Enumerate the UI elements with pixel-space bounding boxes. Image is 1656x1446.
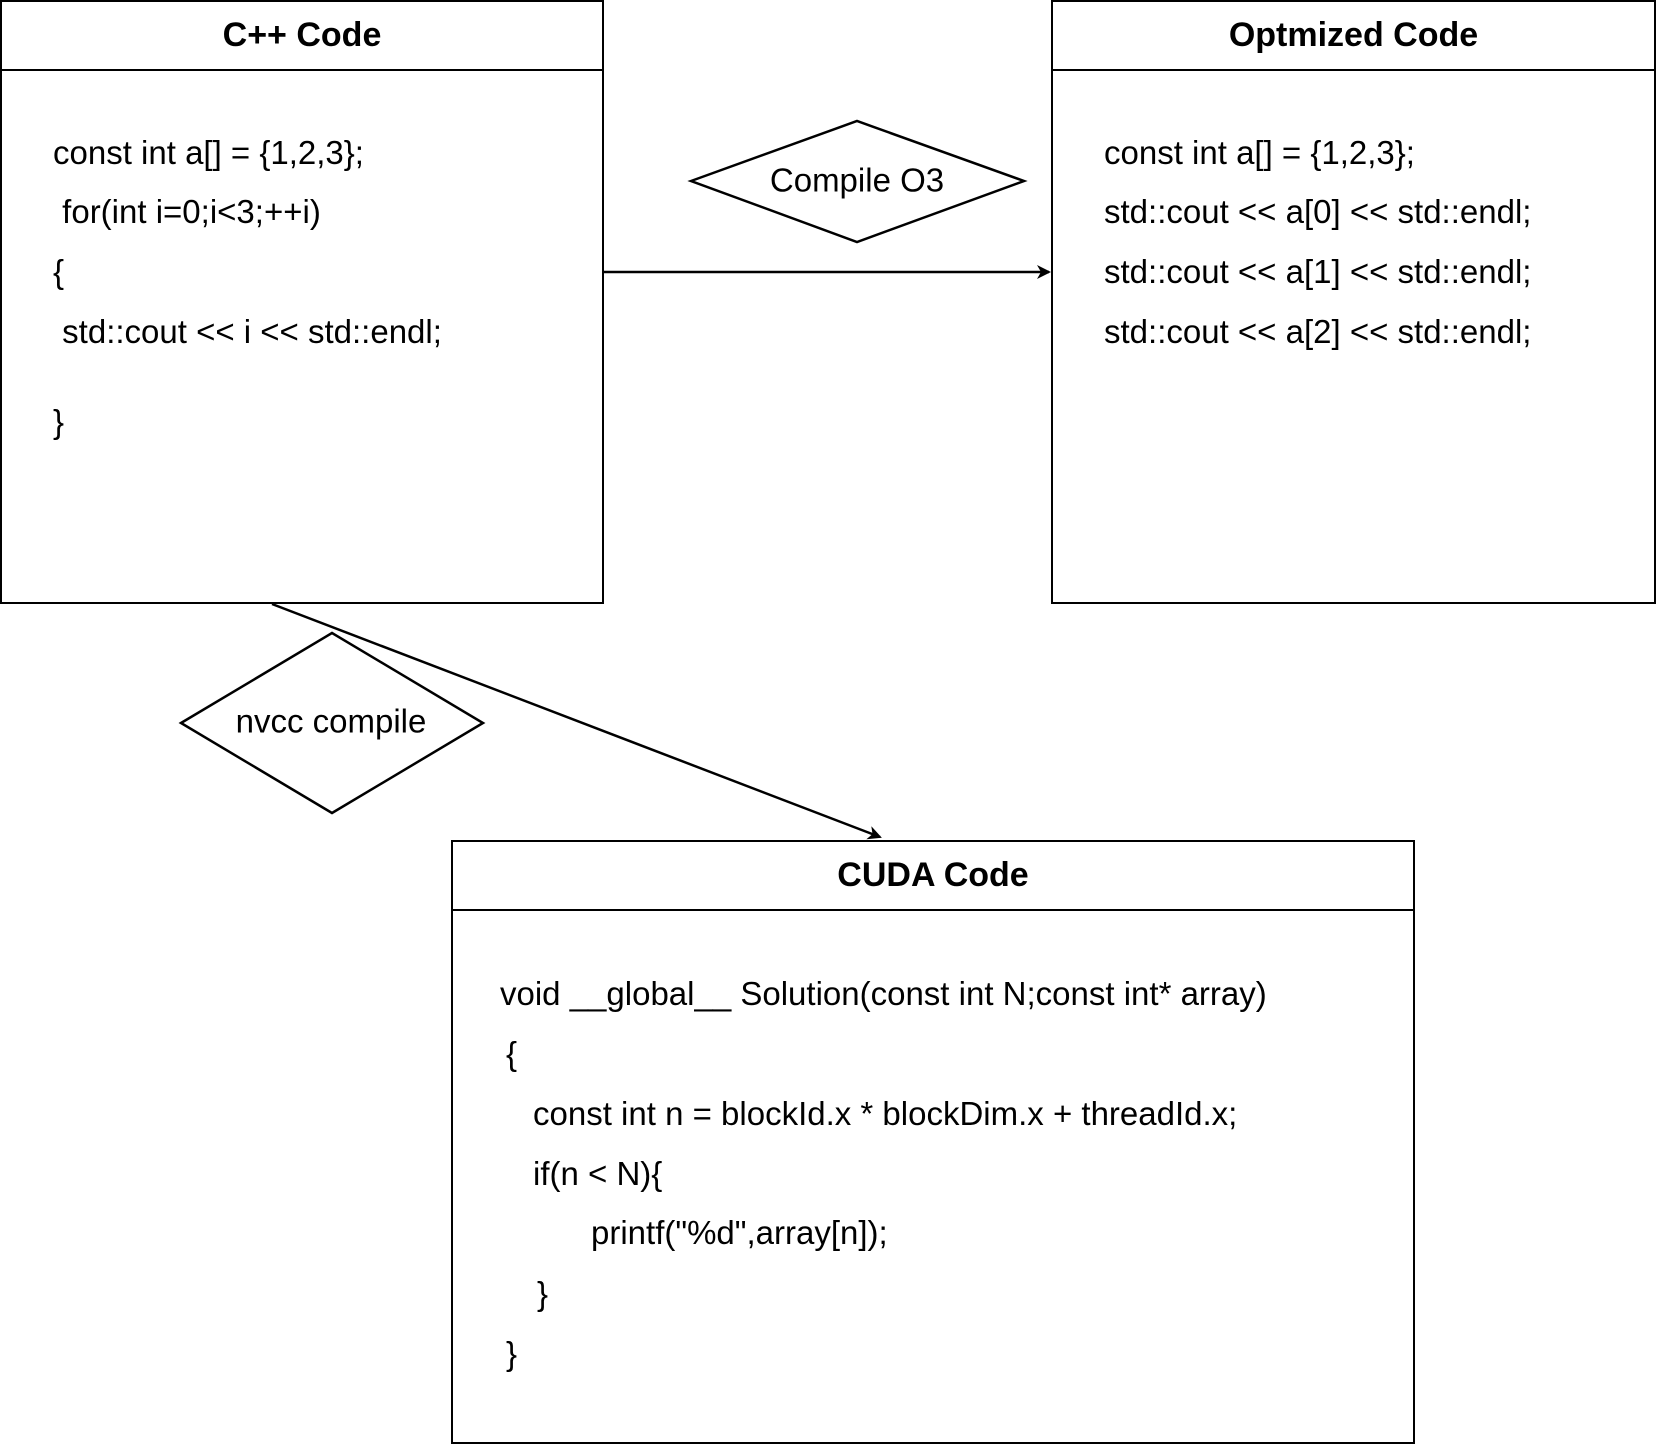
cuda-code-line: } — [537, 1275, 549, 1312]
cuda-code-line: printf("%d",array[n]); — [591, 1214, 888, 1251]
cuda-code-line: const int n = blockId.x * blockDim.x + t… — [533, 1095, 1238, 1132]
cpp-code-line: { — [53, 253, 65, 290]
cpp-code-box: C++ Code const int a[] = {1,2,3}; for(in… — [0, 0, 604, 604]
cuda-code-line: if(n < N){ — [533, 1155, 663, 1192]
cuda-code-title: CUDA Code — [453, 842, 1413, 911]
nvcc-compile-label: nvcc compile — [235, 702, 427, 740]
cpp-code-line: const int a[] = {1,2,3}; — [53, 134, 364, 171]
cpp-code-title: C++ Code — [2, 2, 602, 71]
optimized-code-line: std::cout << a[0] << std::endl; — [1104, 193, 1532, 230]
optimized-code-box: Optmized Code const int a[] = {1,2,3}; s… — [1051, 0, 1656, 604]
cuda-code-box: CUDA Code void __global__ Solution(const… — [451, 840, 1415, 1444]
optimized-code-line: std::cout << a[2] << std::endl; — [1104, 313, 1532, 350]
cuda-code-line: } — [506, 1335, 518, 1372]
compile-o3-label: Compile O3 — [769, 161, 945, 199]
cpp-code-line: } — [53, 403, 65, 440]
cpp-code-line: for(int i=0;i<3;++i) — [53, 193, 321, 230]
cpp-code-line: std::cout << i << std::endl; — [53, 313, 442, 350]
optimized-code-line: std::cout << a[1] << std::endl; — [1104, 253, 1532, 290]
optimized-code-title: Optmized Code — [1053, 2, 1654, 71]
cuda-code-line: { — [506, 1035, 518, 1072]
cuda-code-line: void __global__ Solution(const int N;con… — [500, 975, 1267, 1012]
optimized-code-line: const int a[] = {1,2,3}; — [1104, 134, 1415, 171]
